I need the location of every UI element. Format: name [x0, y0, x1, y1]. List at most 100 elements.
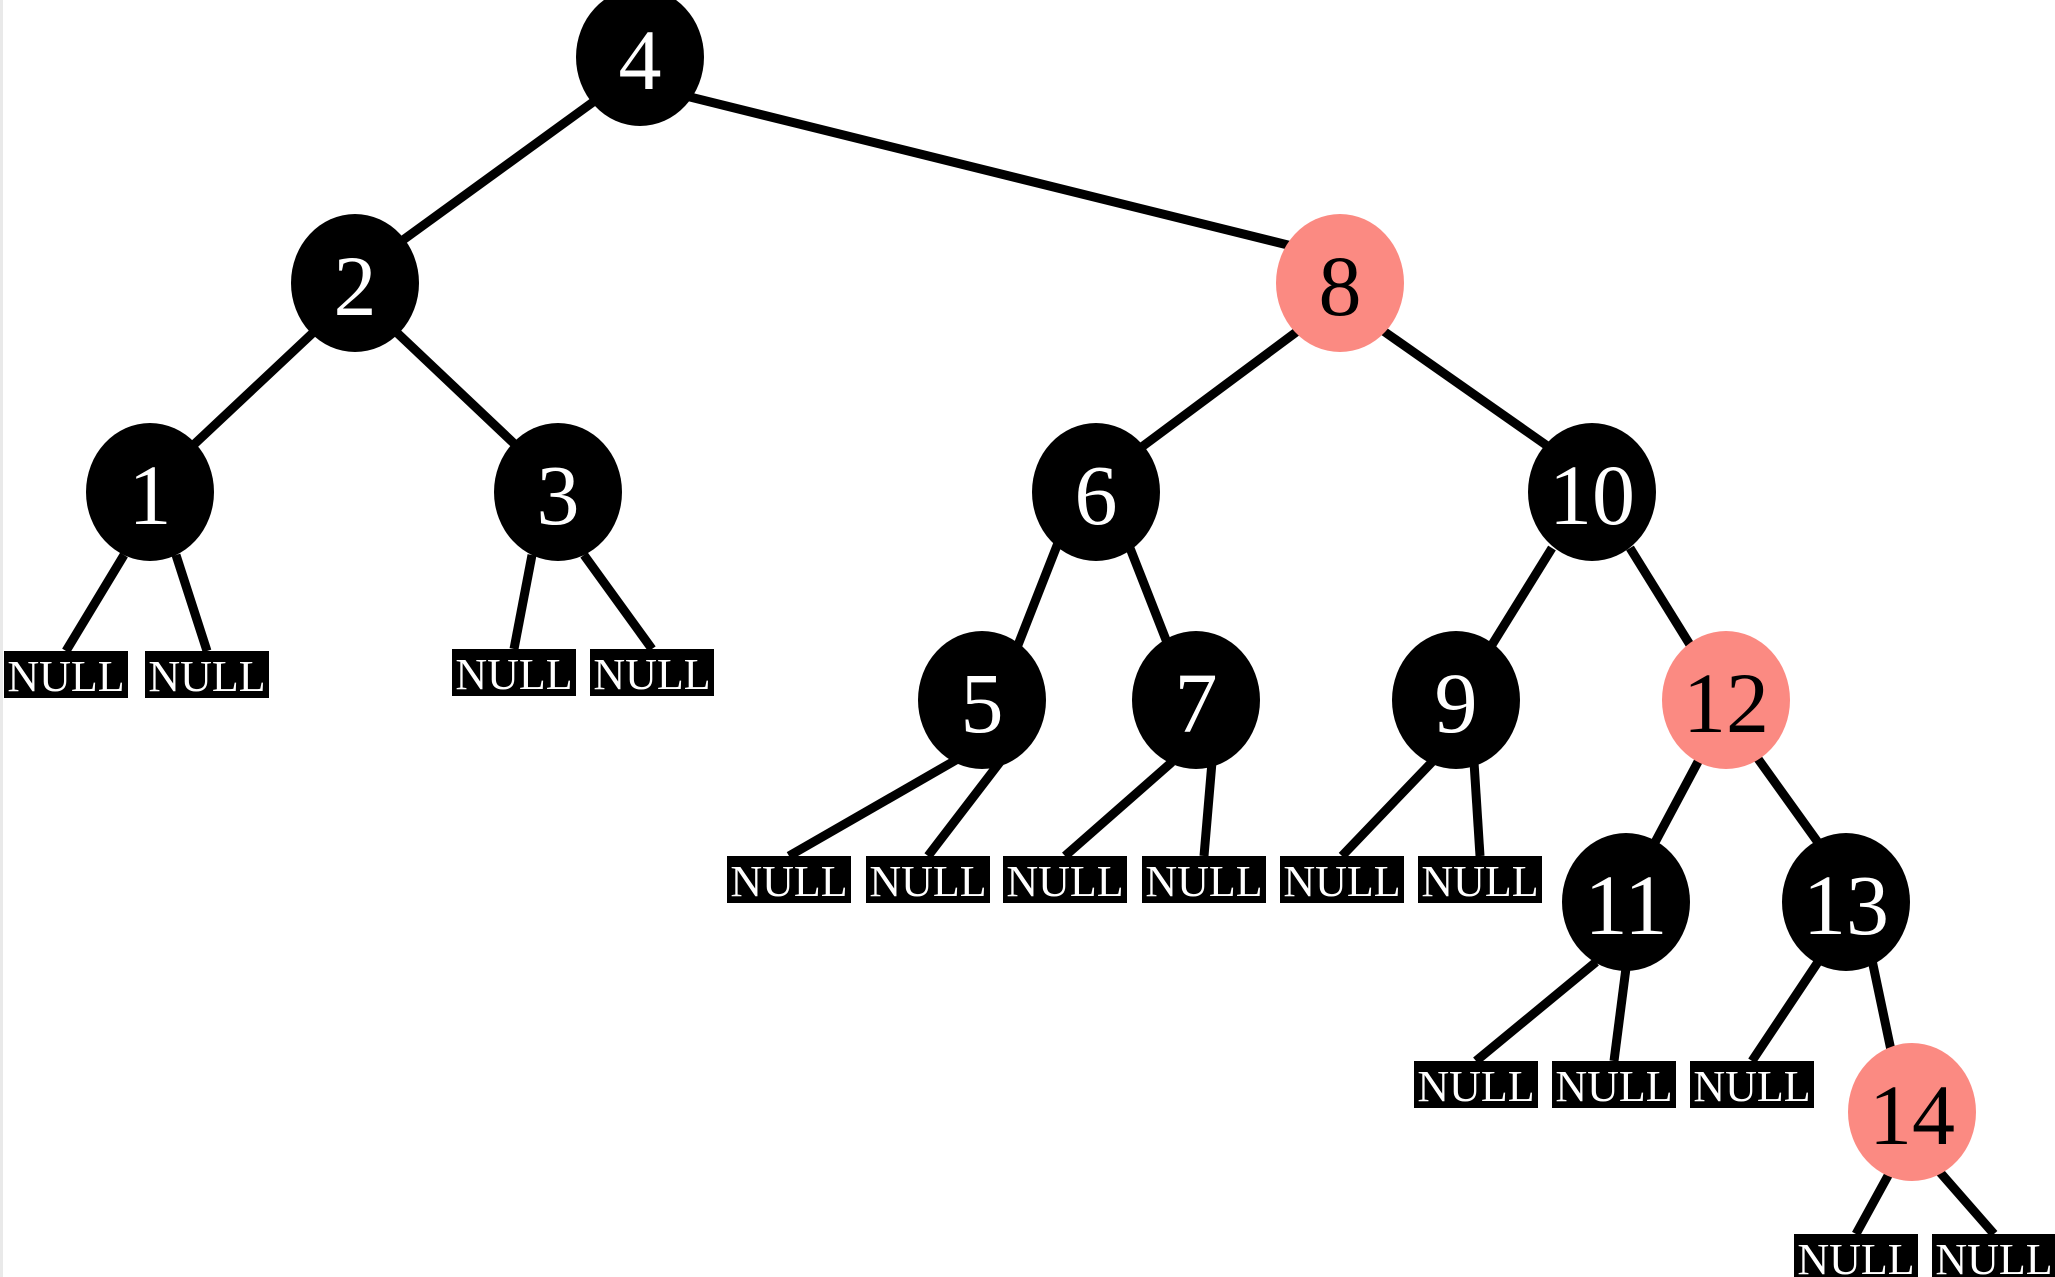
null-leaf: NULL: [1003, 856, 1127, 906]
edges-layer: [62, 90, 1998, 1237]
node-key-label: 12: [1683, 655, 1769, 751]
null-leaf: NULL: [866, 856, 990, 906]
tree-node-12: 12: [1662, 631, 1790, 769]
null-leaf-box: [4, 651, 128, 698]
tree-edge: [1648, 755, 1704, 851]
null-leaf: NULL: [1280, 856, 1404, 906]
node-key-label: 14: [1869, 1067, 1955, 1163]
tree-edge: [1013, 541, 1063, 647]
null-leaf-box: [866, 856, 990, 903]
null-leaf-box: [1142, 856, 1266, 903]
null-leaf-label: NULL: [1693, 1062, 1810, 1111]
null-leaf: NULL: [727, 856, 851, 906]
tree-node-9: 9: [1392, 631, 1520, 769]
null-leaf: NULL: [1414, 1061, 1538, 1111]
tree-node-2: 2: [291, 214, 419, 352]
null-leaf: NULL: [145, 651, 269, 701]
tree-edge: [1123, 541, 1173, 647]
null-leaf-box: [452, 649, 576, 696]
node-circle: [1562, 833, 1690, 971]
tree-edge: [1867, 959, 1897, 1056]
tree-node-8: 8: [1276, 214, 1404, 352]
tree-node-11: 11: [1562, 833, 1690, 971]
null-leaf-label: NULL: [1555, 1062, 1672, 1111]
node-circle: [86, 423, 214, 561]
null-leaf-label: NULL: [1797, 1235, 1914, 1277]
null-leaf: NULL: [1142, 856, 1266, 906]
null-leaf: NULL: [590, 649, 714, 699]
tree-edge: [171, 553, 212, 653]
null-leaf-box: [590, 649, 714, 696]
null-leaf: NULL: [1418, 856, 1542, 906]
null-leaf-label: NULL: [1283, 857, 1400, 906]
null-leaf-box: [1280, 856, 1404, 903]
node-circle: [576, 0, 704, 126]
tree-node-10: 10: [1528, 423, 1656, 561]
null-leaf-label: NULL: [1145, 857, 1262, 906]
tree-node-6: 6: [1032, 423, 1160, 561]
null-leaf-box: [1932, 1234, 2055, 1277]
tree-node-5: 5: [918, 631, 1046, 769]
node-circle: [291, 214, 419, 352]
node-circle: [1782, 833, 1910, 971]
tree-edge: [1062, 758, 1175, 860]
null-leaf: NULL: [1932, 1234, 2055, 1277]
null-leaves-layer: NULL NULL NULL NULL NULL NULL NULL NULL NULL NULL…: [4, 649, 2055, 1277]
node-key-label: 9: [1435, 655, 1478, 751]
node-key-label: 13: [1803, 857, 1889, 953]
tree-edge: [389, 93, 603, 252]
node-key-label: 1: [129, 447, 172, 543]
null-leaf-label: NULL: [148, 652, 265, 701]
null-leaf-box: [1794, 1234, 1918, 1277]
node-circle: [1848, 1043, 1976, 1181]
node-circle: [1032, 423, 1160, 561]
tree-node-1: 1: [86, 423, 214, 561]
null-leaf-label: NULL: [730, 857, 847, 906]
null-leaf-label: NULL: [1006, 857, 1123, 906]
null-leaf-label: NULL: [455, 650, 572, 699]
tree-edge: [924, 759, 1004, 859]
node-circle: [918, 631, 1046, 769]
null-leaf-label: NULL: [869, 857, 986, 906]
null-leaf-box: [1003, 856, 1127, 903]
node-circle: [494, 423, 622, 561]
null-leaf: NULL: [1690, 1061, 1814, 1111]
tree-node-13: 13: [1782, 833, 1910, 971]
node-key-label: 3: [537, 447, 580, 543]
tree-edge: [1934, 1167, 1998, 1237]
node-key-label: 11: [1585, 857, 1668, 953]
left-border-strip: [0, 0, 3, 1277]
null-leaf: NULL: [4, 651, 128, 701]
node-circle: [1528, 423, 1656, 561]
tree-edge: [580, 552, 656, 652]
node-key-label: 8: [1319, 238, 1362, 334]
tree-edge: [1852, 1169, 1894, 1237]
null-leaf: NULL: [1794, 1234, 1918, 1277]
node-key-label: 5: [961, 655, 1004, 751]
node-key-label: 10: [1549, 447, 1635, 543]
tree-edge: [680, 90, 1302, 253]
tree-edge: [62, 552, 128, 654]
tree-edge: [1609, 967, 1631, 1062]
null-leaf-label: NULL: [1935, 1235, 2052, 1277]
tree-edge: [1338, 758, 1436, 860]
tree-edge: [1132, 326, 1302, 456]
null-leaf: NULL: [452, 649, 576, 699]
tree-edge: [509, 554, 537, 650]
node-circle: [1392, 631, 1520, 769]
node-key-label: 4: [619, 12, 662, 108]
node-circle: [1132, 631, 1260, 769]
tree-edge: [388, 324, 527, 456]
tree-edge: [1626, 545, 1696, 651]
node-key-label: 7: [1175, 655, 1218, 751]
null-leaf-box: [1552, 1061, 1676, 1108]
null-leaf-box: [1418, 856, 1542, 903]
tree-edge: [1473, 958, 1599, 1065]
tree-edge: [1752, 753, 1826, 851]
tree-edge: [1486, 545, 1556, 651]
tree-edge: [786, 756, 959, 860]
null-leaf-label: NULL: [1421, 857, 1538, 906]
tree-node-3: 3: [494, 423, 622, 561]
